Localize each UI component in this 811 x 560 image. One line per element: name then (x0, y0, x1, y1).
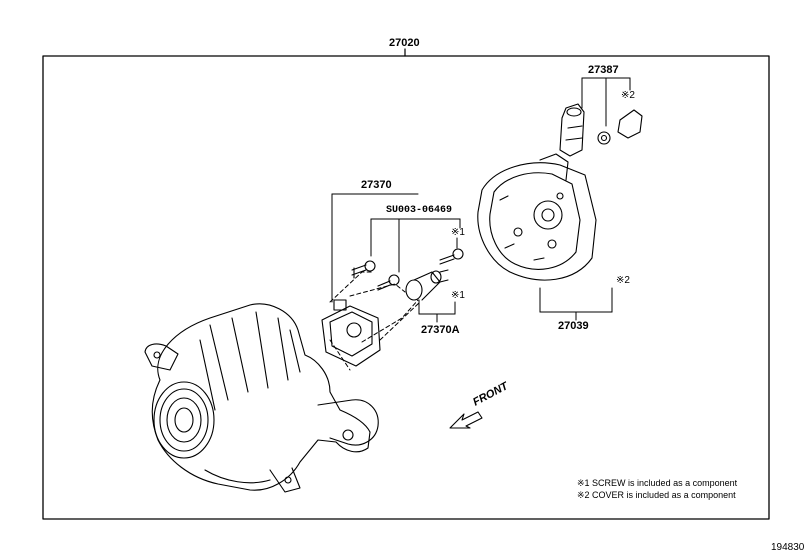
label-27387: 27387 (588, 64, 619, 76)
label-screw-mark-upper: ※1 (451, 227, 465, 238)
note-screw: ※1 SCREW is included as a component (577, 478, 738, 488)
figure-id: 194830 (771, 542, 805, 553)
rear-cover (477, 153, 597, 281)
front-arrow-icon (449, 411, 483, 429)
regulator-part (321, 299, 381, 367)
label-cover-mark-27039: ※2 (616, 275, 630, 286)
label-cover-mark-27387: ※2 (621, 90, 635, 101)
leader-27370 (331, 193, 461, 303)
label-27020: 27020 (389, 37, 420, 49)
assembly-frame (42, 55, 770, 520)
leader-27370A (418, 299, 456, 323)
label-27370: 27370 (361, 179, 392, 191)
brush-cylinder (405, 269, 449, 301)
terminal-parts (559, 103, 643, 157)
label-su003-06469: SU003-06469 (386, 205, 453, 216)
label-screw-mark-lower: ※1 (451, 290, 465, 301)
regulator-screws (351, 248, 464, 291)
label-27370a: 27370A (421, 324, 460, 336)
alternator-body (144, 303, 379, 493)
note-cover: ※2 COVER is included as a component (577, 490, 736, 500)
label-27039: 27039 (558, 320, 589, 332)
leader-27039 (539, 287, 613, 321)
leader-27387 (581, 77, 631, 127)
